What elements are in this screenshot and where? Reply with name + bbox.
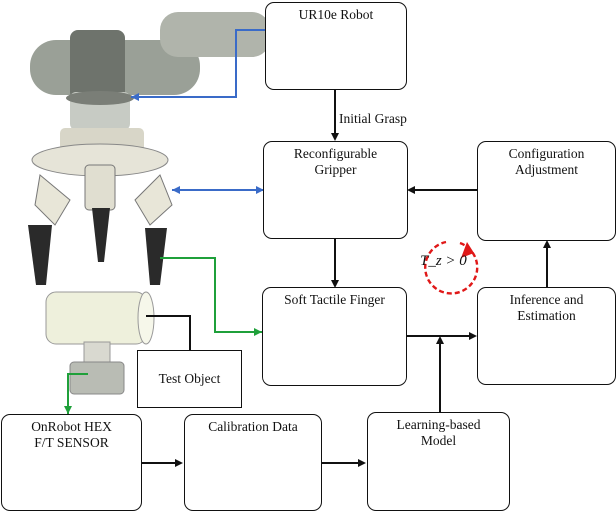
node-inference-label-1: Inference and [509,292,584,307]
test-object-image [45,291,155,395]
node-calibration-label: Calibration Data [208,419,298,434]
node-inference-estimation: Inference and Estimation [477,287,616,385]
node-sensor-label-2: F/T SENSOR [34,435,109,450]
edge-label-tz-condition: T_z > 0 [420,253,467,270]
robot-arm-image [30,12,270,130]
node-config-label-2: Adjustment [515,162,578,177]
node-test-object-label: Test Object [158,371,221,386]
node-learning-model: Learning-based Model [367,412,510,511]
node-sensor-label-1: OnRobot HEX [31,419,112,434]
node-ur10e-robot: UR10e Robot [265,2,407,90]
edge-label-initial-grasp: Initial Grasp [339,111,407,126]
node-calibration-data: Calibration Data [184,414,322,511]
node-inference-label-2: Estimation [517,308,576,323]
gripper-image [28,128,173,285]
node-test-object: Test Object [137,350,242,408]
node-learning-label-2: Model [420,433,457,448]
node-reconfigurable-gripper: Reconfigurable Gripper [263,141,408,239]
node-gripper-label-1: Reconfigurable [293,146,378,161]
node-learning-label-1: Learning-based [396,417,481,432]
node-finger-label: Soft Tactile Finger [284,292,385,307]
node-onrobot-sensor: OnRobot HEX F/T SENSOR [1,414,142,511]
rotation-arrow-icon [424,240,479,295]
node-gripper-label-2: Gripper [314,162,357,177]
node-configuration-adjustment: Configuration Adjustment [477,141,616,241]
tz-condition-text: T_z > 0 [420,253,467,269]
node-soft-tactile-finger: Soft Tactile Finger [262,287,407,386]
node-ur10e-label: UR10e Robot [298,7,374,22]
node-config-label-1: Configuration [508,146,585,161]
